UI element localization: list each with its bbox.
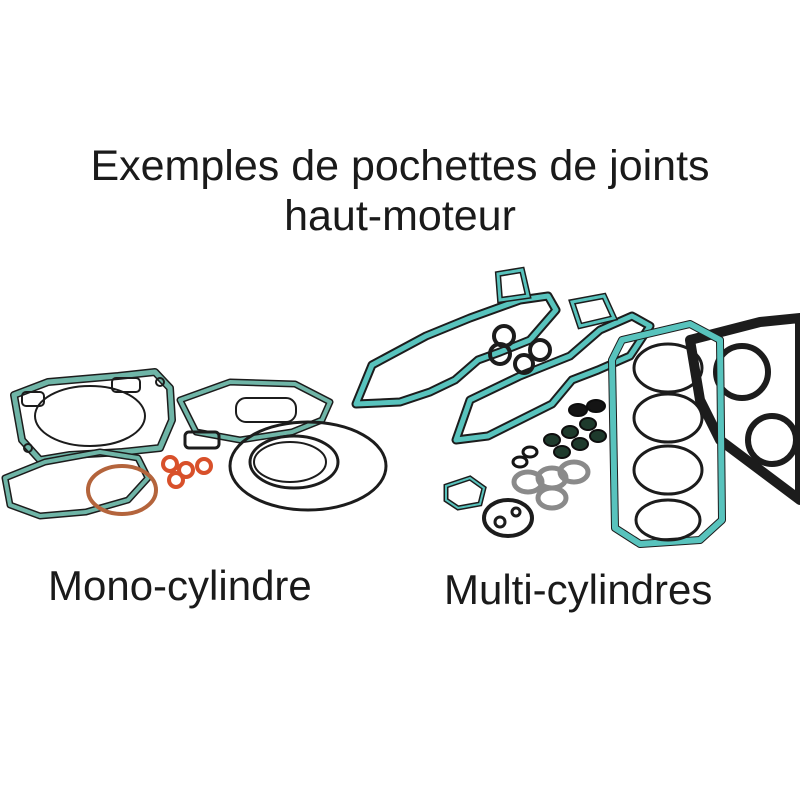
label-multi-cylindres: Multi-cylindres: [444, 566, 713, 613]
label-mono-cylindre: Mono-cylindre: [48, 562, 312, 609]
heading-line-2: haut-moteur: [284, 192, 516, 240]
o-ring-large: [228, 420, 388, 512]
metal-rings: [511, 459, 591, 511]
mono-bore: [34, 385, 146, 447]
heading-line-1: Exemples de pochettes de joints: [90, 142, 710, 190]
multi-cylinder-gasket-set: [351, 266, 800, 548]
o-ring-small: [253, 441, 327, 483]
valve-stem-seals: [511, 399, 607, 469]
black-oring-multi: [482, 498, 534, 538]
orange-seals: [161, 455, 213, 489]
mono-cylinder-gasket-set: [1, 368, 388, 520]
copper-ring: [86, 464, 158, 516]
mono-base-gasket: [1, 448, 152, 520]
cam-cover-gasket-1: [351, 291, 561, 409]
teal-gasket-bores: [632, 342, 704, 542]
cam-cover-gasket-2: [451, 311, 655, 445]
o-ring-medium: [248, 434, 340, 490]
dark-head-gasket: [685, 313, 800, 505]
